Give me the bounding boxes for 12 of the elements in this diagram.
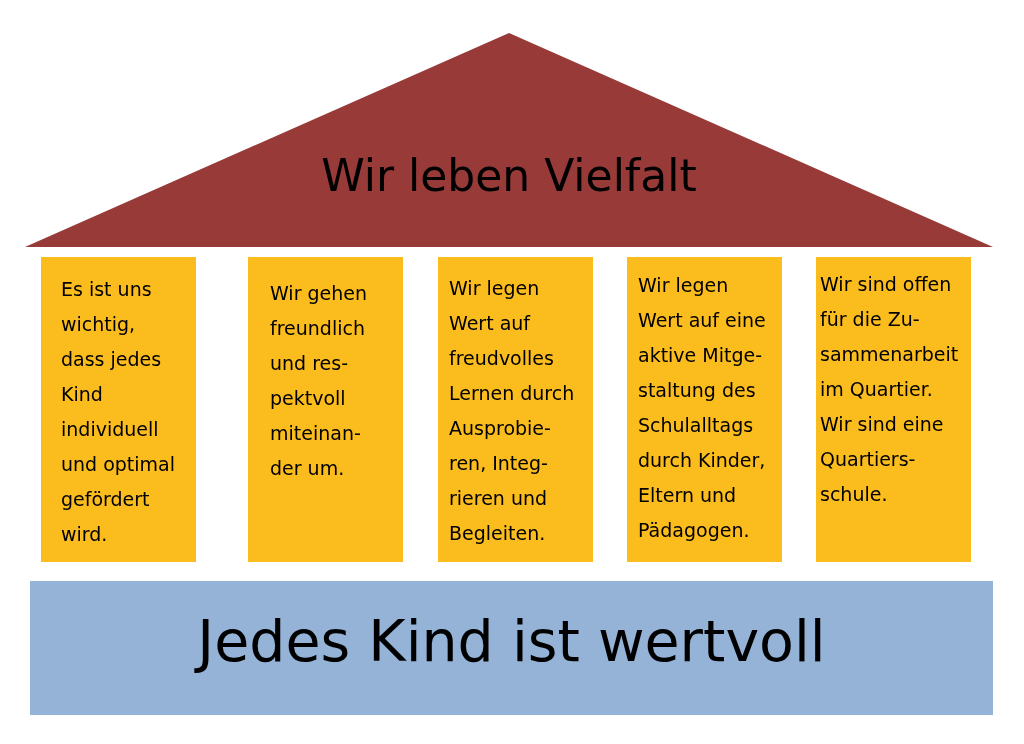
roof-title: Wir leben Vielfalt xyxy=(321,150,697,203)
pillar xyxy=(816,257,971,562)
pillar xyxy=(438,257,593,562)
pillar-text: Wir sind offen für die Zu- sammenarbeit im Quartier. Wir sind eine Quartiers- schule. xyxy=(820,272,960,507)
pillar xyxy=(248,257,403,562)
pillar-text: Es ist uns wichtig, dass jedes Kind individuell und optimal gefördert wird. xyxy=(61,277,177,547)
pillar xyxy=(627,257,782,562)
pillar-text: Wir legen Wert auf freudvolles Lernen durch Ausprobie- ren, Integ- rieren und Begleiten. xyxy=(449,276,576,546)
foundation-block xyxy=(30,581,993,715)
pillar-text: Wir gehen freundlich und res- pektvoll miteinan- der um. xyxy=(270,281,369,481)
pillar xyxy=(41,257,196,562)
pillar-text: Wir legen Wert auf eine aktive Mitge- staltung des Schulalltags durch Kinder, Eltern und Pädagogen. xyxy=(638,273,767,543)
